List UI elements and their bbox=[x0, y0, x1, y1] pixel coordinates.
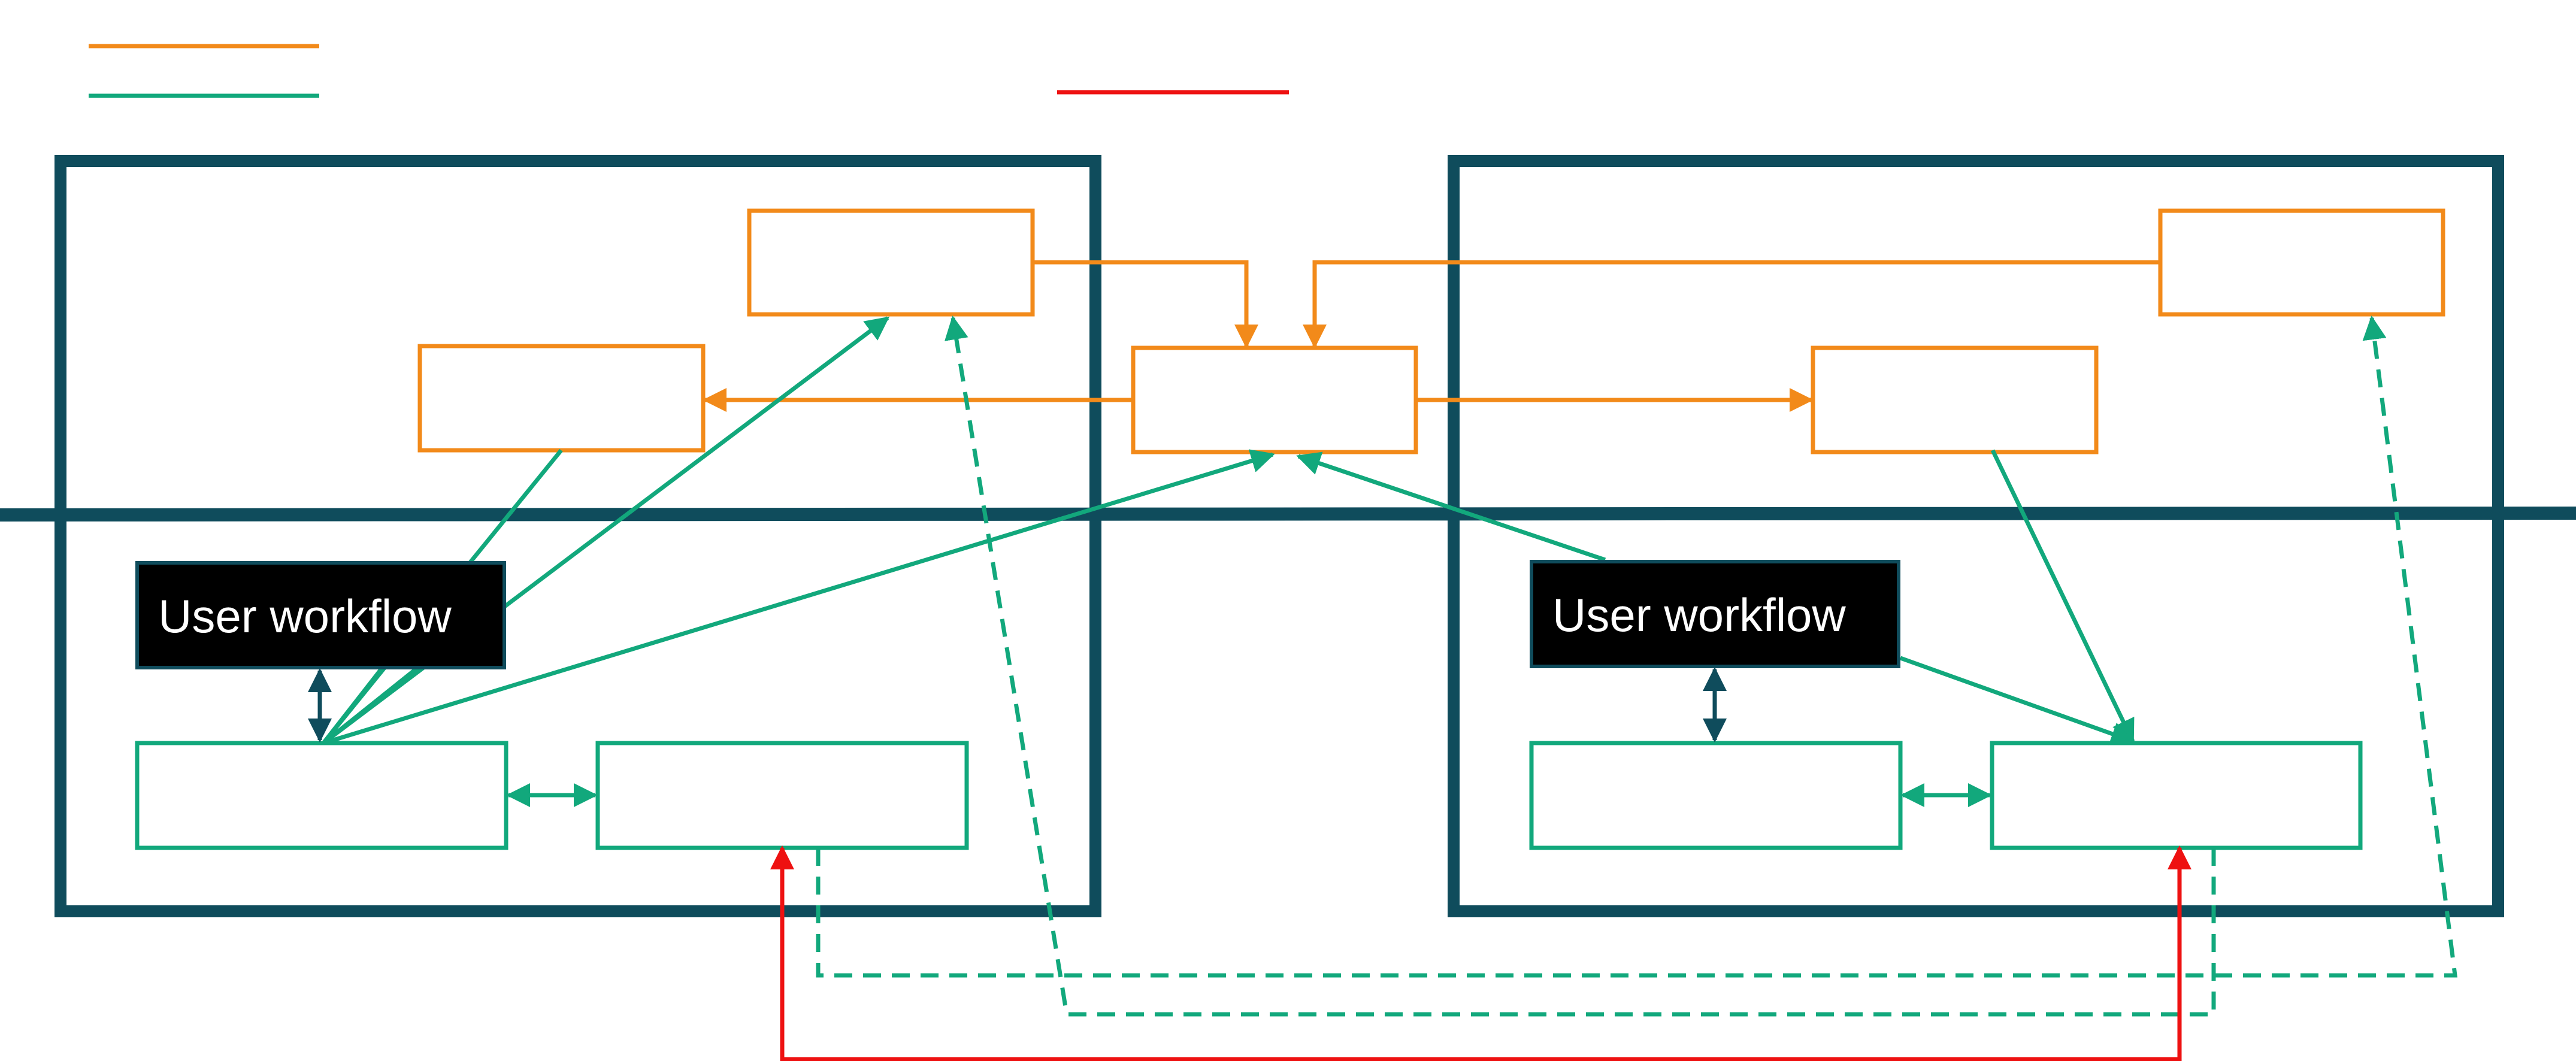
green-arrow-rightmid-to-green-right-2 bbox=[1990, 449, 2135, 744]
left-user-workflow-label: User workflow bbox=[158, 590, 452, 642]
green-box-right-1 bbox=[1529, 741, 1903, 850]
green-arrow-rightwf-to-green-right-2 bbox=[1899, 656, 2135, 745]
orange-arrow-lefttop-to-center bbox=[1033, 260, 1258, 348]
green-box-left-2 bbox=[595, 741, 969, 850]
right-user-workflow-label: User workflow bbox=[1552, 589, 1846, 641]
green-layer bbox=[135, 741, 2363, 850]
orange-arrow-righttop-to-center bbox=[1303, 260, 2160, 348]
red-bidirectional-arrow bbox=[770, 845, 2191, 1061]
green-arrow-rightwf-to-center bbox=[1296, 451, 1606, 562]
green-box-right-2 bbox=[1990, 741, 2363, 850]
left-user-workflow-box: User workflow bbox=[135, 561, 506, 669]
orange-box-center bbox=[1131, 345, 1418, 454]
right-user-workflow-box: User workflow bbox=[1530, 560, 1900, 668]
legend bbox=[89, 44, 1289, 98]
orange-box-left-top bbox=[747, 208, 1035, 317]
orange-layer bbox=[417, 208, 2445, 454]
green-box-left-1 bbox=[135, 741, 508, 850]
green-arrow-green1-to-lefttop bbox=[322, 316, 890, 745]
green-dashed-connectors bbox=[816, 316, 2457, 1017]
layer-divider bbox=[0, 507, 2576, 522]
left-site-frame bbox=[55, 155, 1101, 917]
orange-box-right-top bbox=[2158, 208, 2445, 317]
orange-box-right-mid bbox=[1811, 345, 2099, 454]
green-line-leftwf-to-green1-b bbox=[322, 665, 385, 745]
orange-box-left-mid bbox=[417, 344, 706, 453]
green-dashed-left2-to-righttop bbox=[816, 316, 2457, 978]
green-line-leftwf-to-green1 bbox=[322, 665, 421, 745]
right-site-frame bbox=[1448, 155, 2504, 917]
green-arrow-green1-to-center bbox=[322, 449, 1275, 745]
